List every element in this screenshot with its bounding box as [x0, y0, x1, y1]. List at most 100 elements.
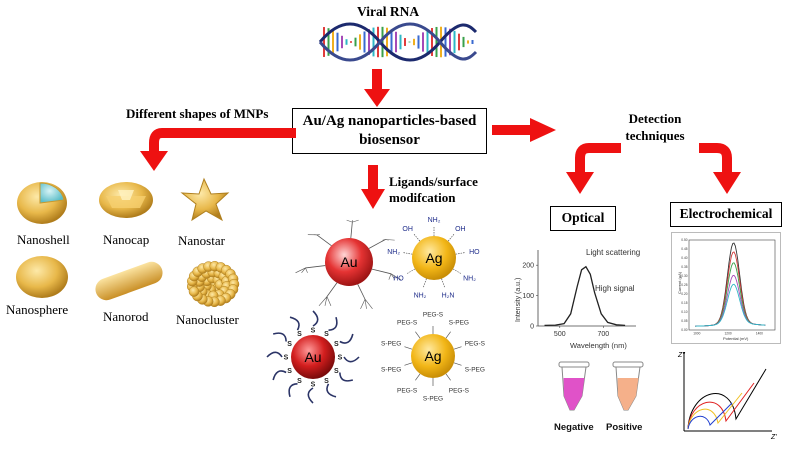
biosensor-main-box: Au/Ag nanoparticles-based biosensor — [292, 108, 487, 154]
sulfur-label: S — [297, 331, 302, 338]
amine-linker — [413, 233, 421, 242]
sulfur-label: S — [324, 331, 329, 338]
main-box-line2: biosensor — [359, 132, 420, 148]
ag-label-1: Ag — [425, 250, 442, 266]
detection-line2: techniques — [625, 128, 685, 143]
citrate-branch — [364, 299, 367, 309]
thiol-chain — [266, 351, 283, 358]
tube-label-negative: Negative — [554, 422, 594, 433]
arrow-right-branch — [492, 118, 556, 142]
peg-label: S-PEG — [423, 396, 443, 403]
peg-label: S-PEG — [381, 341, 401, 348]
citrate-branch — [385, 239, 395, 241]
thiol-chain — [312, 310, 319, 327]
amine-group-label: NH₂ — [414, 293, 427, 300]
cluster-bead — [188, 286, 200, 297]
shape-label-nanocluster: Nanocluster — [176, 312, 239, 327]
arrow-down-ligands — [361, 165, 385, 209]
shapes-branch-label: Different shapes of MNPs — [126, 106, 269, 121]
peg-label: S-PEG — [465, 366, 485, 373]
electro-ylabel: Current (µA) — [677, 271, 682, 294]
amine-linker — [402, 252, 413, 255]
thiol-chain — [339, 372, 354, 382]
thiol-chain — [339, 333, 354, 344]
citrate-ligand — [357, 284, 366, 300]
amine-linker — [447, 233, 455, 242]
optical-chart: Light scattering High signal Intensity (… — [515, 248, 640, 350]
sulfur-label: S — [334, 341, 339, 348]
nanorod-icon — [95, 261, 163, 301]
peg-linker — [445, 373, 451, 381]
optical-y-tick-label: 100 — [522, 293, 534, 300]
citrate-branch — [295, 267, 306, 274]
impedance-plot: Z'' Z' — [677, 352, 777, 439]
detection-line1: Detection — [628, 111, 682, 126]
citrate-branch — [346, 219, 353, 223]
negative-tube-icon — [558, 361, 590, 411]
citrate-branch — [390, 273, 402, 280]
peg-linker — [453, 362, 462, 366]
electrochemical-label-box: Electrochemical — [670, 202, 782, 227]
peg-label: S-PEG — [381, 366, 401, 373]
amine-group-label: NH₂ — [428, 217, 441, 224]
electro-x-tick-label: 1000 — [693, 332, 700, 336]
arrow-to-optical — [566, 143, 621, 194]
citrate-branch — [382, 239, 386, 241]
tubes-art: Negative Positive — [554, 361, 644, 433]
sulfur-label: S — [324, 378, 329, 385]
shape-label-nanorod: Nanorod — [103, 309, 149, 324]
electro-y-tick-label: 0.40 — [681, 256, 687, 260]
nanoshell-icon — [17, 182, 67, 224]
electrochemical-chart: 0.000.050.100.150.200.250.300.350.400.45… — [671, 232, 781, 344]
electro-y-tick-label: 0.50 — [681, 238, 687, 242]
shape-label-nanosphere: Nanosphere — [6, 302, 69, 317]
amine-group-label: HO — [393, 276, 404, 283]
sulfur-label: S — [297, 378, 302, 385]
sulfur-label: S — [287, 341, 292, 348]
sulfur-label: S — [338, 355, 343, 362]
impedance-axis-y: Z'' — [677, 352, 686, 359]
peg-label: S-PEG — [449, 320, 469, 327]
sulfur-label: S — [311, 328, 316, 335]
arrow-left-branch — [140, 128, 296, 171]
rna-helix-icon — [318, 22, 478, 62]
optical-label-box: Optical — [550, 206, 616, 231]
amine-linker — [455, 252, 466, 255]
au-label-2: Au — [304, 349, 321, 365]
au-label-1: Au — [340, 254, 357, 270]
amine-group-label: NH₂ — [463, 276, 476, 283]
shape-label-nanoshell: Nanoshell — [17, 232, 70, 247]
citrate-ligand — [316, 234, 332, 246]
arrow-to-electrochemical — [699, 143, 741, 194]
optical-y-tick-label: 0 — [530, 324, 534, 331]
thiol-chain — [326, 383, 337, 398]
citrate-branch — [388, 273, 392, 280]
ligands-branch-label: Ligands/surface modifcation — [389, 174, 478, 206]
shape-label-nanocap: Nanocap — [103, 232, 150, 247]
citrate-ligand — [368, 239, 386, 249]
optical-curve — [544, 265, 626, 327]
electro-series-curve — [695, 283, 766, 327]
amine-group-label: HO — [469, 249, 480, 256]
thiol-chain — [307, 387, 314, 404]
sulfur-label: S — [311, 382, 316, 389]
citrate-ligand — [371, 268, 392, 275]
optical-y-tick-label: 200 — [522, 263, 534, 270]
shape-label-nanostar: Nanostar — [178, 233, 225, 248]
citrate-branch — [364, 299, 373, 310]
peg-linker — [453, 346, 462, 350]
nanoparticle-shapes-art — [16, 177, 240, 308]
sulfur-label: S — [287, 368, 292, 375]
citrate-ligand — [326, 282, 338, 297]
citrate-branch — [301, 267, 306, 274]
tube-label-positive: Positive — [606, 422, 642, 433]
optical-x-tick-label: 500 — [554, 331, 566, 338]
ag-label-2: Ag — [424, 348, 441, 364]
amine-linker — [422, 278, 427, 289]
thiol-chain — [289, 316, 300, 331]
citrate-branch — [326, 296, 332, 306]
electro-y-tick-label: 0.25 — [681, 283, 687, 287]
citrate-ligand — [305, 265, 326, 269]
